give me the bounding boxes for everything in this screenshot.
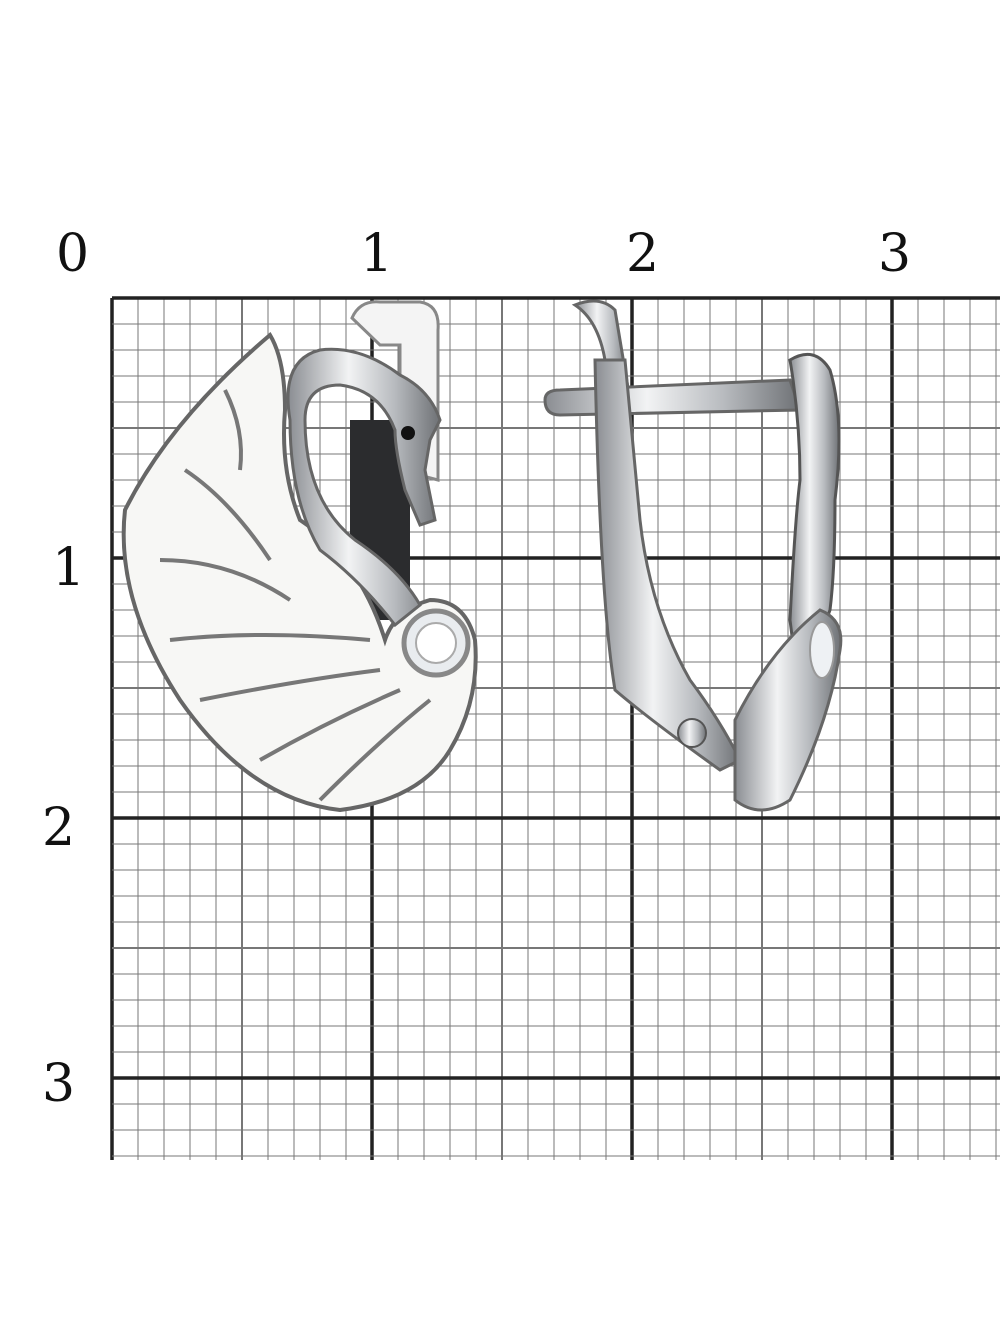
x-label-1: 1 (360, 224, 394, 284)
y-label-3: 3 (42, 1054, 76, 1114)
y-label-1: 1 (52, 538, 86, 598)
x-label-0: 0 (56, 224, 90, 284)
x-label-3: 3 (878, 224, 912, 284)
swan-earring-front (121, 300, 478, 813)
x-label-2: 2 (626, 224, 660, 284)
y-label-2: 2 (42, 798, 76, 858)
earring-side-view (543, 299, 843, 812)
